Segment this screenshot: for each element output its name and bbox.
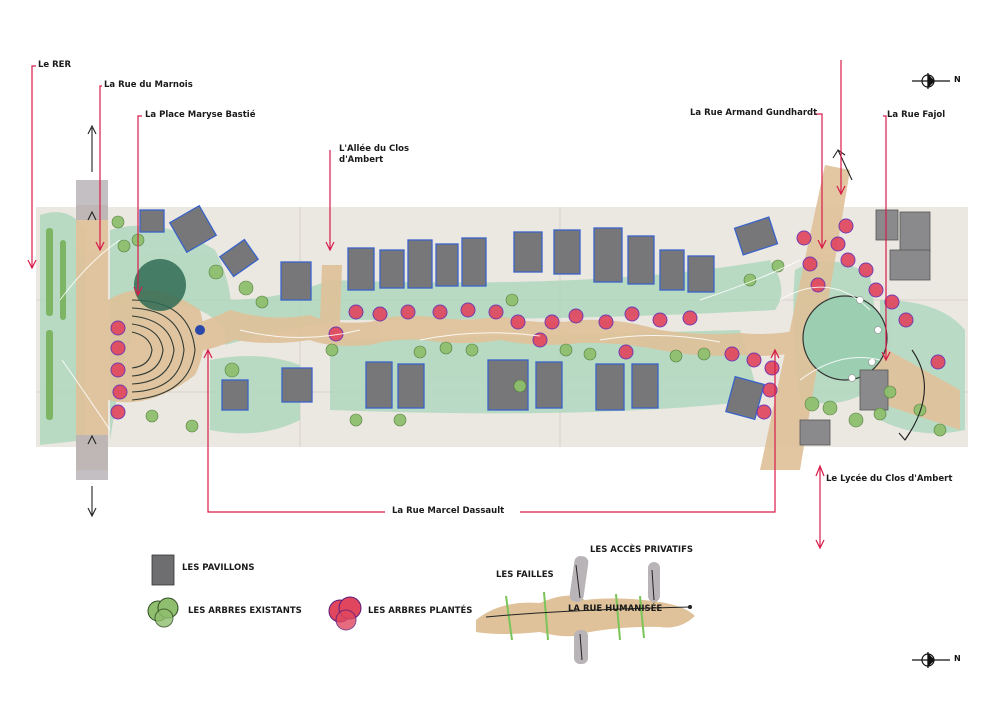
legend-label-rue-humanisee: LA RUE HUMANISÉE bbox=[568, 604, 663, 614]
legend-pavillons-swatch bbox=[151, 554, 175, 586]
arbres-plantes bbox=[110, 218, 946, 420]
label-place-maryse-bastie: La Place Maryse Bastié bbox=[145, 110, 256, 120]
place-big-tree bbox=[134, 259, 186, 311]
rer-access-bottom bbox=[76, 435, 108, 480]
label-rue-armand-gundhardt: La Rue Armand Gundhardt bbox=[690, 108, 818, 118]
roundabout bbox=[802, 295, 888, 381]
tree-row-rer bbox=[46, 228, 66, 420]
label-rer: Le RER bbox=[38, 60, 72, 70]
legend-label-pavillons: LES PAVILLONS bbox=[182, 563, 255, 573]
label-allee-du-clos-dambert: L'Allée du Clos d'Ambert bbox=[339, 144, 410, 165]
sketch-flow-lines bbox=[59, 239, 881, 431]
leader-lines bbox=[27, 60, 891, 550]
legend-label-acces-privatifs: LES ACCÈS PRIVATIFS bbox=[590, 545, 693, 555]
legend-label-arbres-existants: LES ARBRES EXISTANTS bbox=[188, 606, 302, 616]
north-arrow-top bbox=[912, 73, 950, 89]
legend-label-failles: LES FAILLES bbox=[496, 570, 554, 580]
north-label-bottom: N bbox=[954, 654, 961, 663]
arbres-existants bbox=[111, 215, 947, 437]
roundabout-lights bbox=[848, 296, 882, 382]
place-maryse-bastie bbox=[108, 289, 204, 403]
label-rue-du-marnois: La Rue du Marnois bbox=[104, 80, 193, 90]
legend-label-arbres-plantes: LES ARBRES PLANTÉS bbox=[368, 606, 473, 616]
pavillons-right bbox=[799, 209, 931, 446]
traffic-arrows bbox=[87, 124, 925, 518]
allee-du-clos bbox=[320, 265, 342, 322]
rue-marcel-dassault bbox=[150, 310, 800, 360]
legend-arbres-existants-swatch bbox=[147, 597, 179, 628]
rue-fajol bbox=[870, 340, 960, 430]
rer-access-top bbox=[76, 180, 108, 220]
rue-armand-gundhardt bbox=[760, 165, 850, 470]
label-rue-fajol: La Rue Fajol bbox=[887, 110, 946, 120]
label-rue-marcel-dassault: La Rue Marcel Dassault bbox=[392, 506, 505, 516]
label-lycee-du-clos-dambert: Le Lycée du Clos d'Ambert bbox=[826, 474, 953, 484]
north-arrow-bottom bbox=[912, 652, 950, 668]
place-blue-marker bbox=[195, 325, 205, 335]
north-label-top: N bbox=[954, 75, 961, 84]
legend-arbres-plantes-swatch bbox=[328, 596, 362, 631]
legend-rue-swatch bbox=[476, 556, 695, 664]
